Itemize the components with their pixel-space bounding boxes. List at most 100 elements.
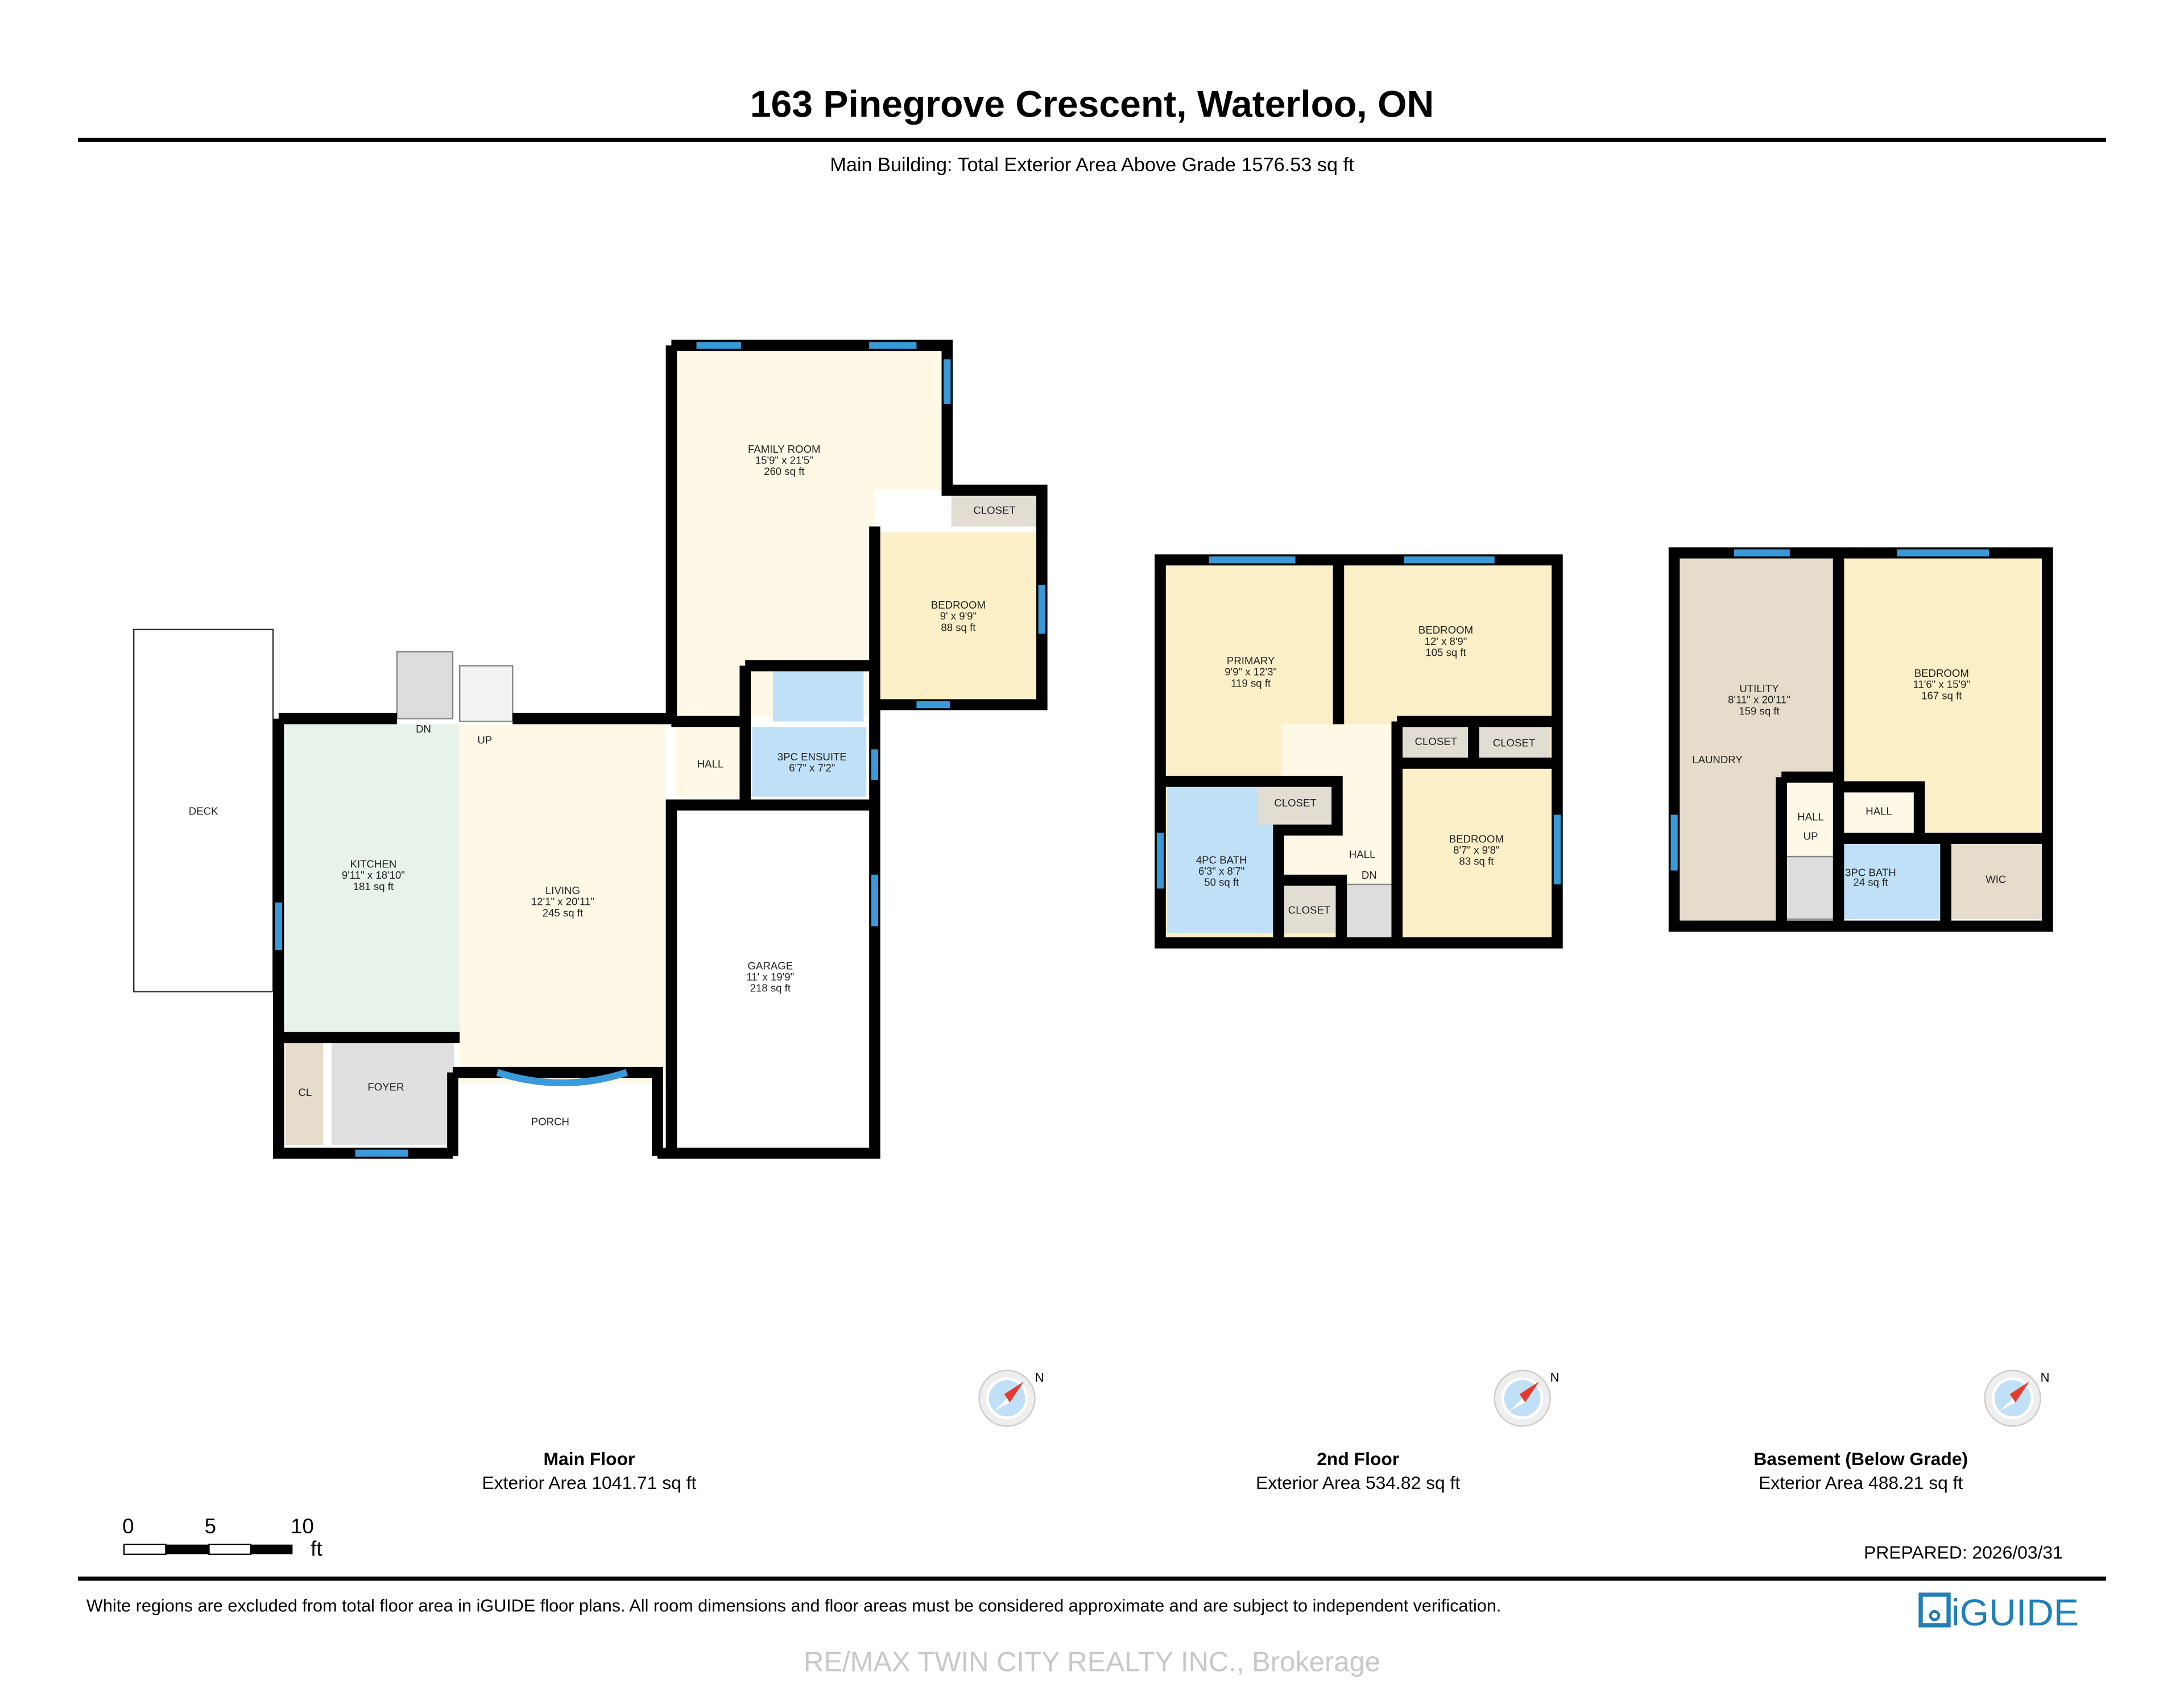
- room-label: BEDROOM: [931, 599, 986, 611]
- floor-label: Main Floor: [544, 1449, 635, 1469]
- disclaimer: White regions are excluded from total fl…: [86, 1596, 1501, 1615]
- room-dims: 9' x 9'9": [940, 610, 977, 622]
- room-label: FAMILY ROOM: [748, 443, 821, 455]
- ensuite: [752, 727, 867, 797]
- bedroom: [880, 532, 1038, 704]
- footer-rule: [78, 1577, 2106, 1581]
- room-label: GARAGE: [747, 959, 793, 971]
- room-label: CLOSET: [1274, 797, 1316, 809]
- room-label: KITCHEN: [350, 858, 397, 870]
- family-room: [675, 351, 948, 718]
- cl: [286, 1041, 324, 1145]
- living: [460, 724, 666, 1084]
- room-dims: 11'6" x 15'9": [1913, 678, 1970, 690]
- room-label: BEDROOM: [1914, 667, 1969, 679]
- room-dims: 8'11" x 20'11": [1728, 694, 1790, 706]
- room-dims: 9'11" x 18'10": [342, 869, 405, 881]
- stairs-down: [396, 651, 454, 719]
- room-area: 24 sq ft: [1853, 876, 1888, 888]
- floor-label: 2nd Floor: [1317, 1449, 1399, 1469]
- stairs-label: UP: [1804, 830, 1818, 842]
- room-label: HALL: [697, 758, 724, 769]
- closet: [1403, 724, 1470, 759]
- compass-icon: N: [978, 1370, 1044, 1427]
- bath: [1167, 787, 1275, 933]
- stairs: [1343, 883, 1394, 941]
- closet: [951, 490, 1038, 527]
- wic: [1950, 835, 2042, 920]
- room-label: 3PC ENSUITE: [777, 751, 847, 763]
- room-label: CLOSET: [1288, 904, 1330, 916]
- room-label: LIVING: [545, 884, 580, 896]
- main-floor-plan: FAMILY ROOM 15'9" x 21'5" 260 sq ft CLOS…: [133, 340, 1048, 1159]
- hall: [675, 727, 746, 797]
- room-dims: 11' x 19'9": [746, 971, 794, 983]
- closet: [1281, 884, 1337, 933]
- iguide-logo: iGUIDE: [1918, 1592, 2079, 1634]
- floor-area: Exterior Area 488.21 sq ft: [1759, 1472, 1963, 1493]
- floor-area: Exterior Area 534.82 sq ft: [1256, 1472, 1460, 1493]
- scale-bar: 0 5 10 ft: [122, 1515, 322, 1560]
- watermark: RE/MAX TWIN CITY REALTY INC., Brokerage: [804, 1647, 1380, 1678]
- stairs: [1785, 855, 1836, 920]
- room-label: HALL: [1866, 805, 1892, 817]
- floor-label: Basement (Below Grade): [1753, 1449, 1968, 1469]
- header-rule: [78, 138, 2106, 142]
- room-dims: 6'3" x 8'7": [1198, 865, 1244, 877]
- prepared-date: PREPARED: 2026/03/31: [1864, 1542, 2063, 1562]
- room-dims: 6'7" x 7'2": [789, 762, 835, 774]
- room-area: 50 sq ft: [1204, 876, 1239, 888]
- room-area: 83 sq ft: [1459, 855, 1494, 867]
- room-label: 3PC BATH: [1845, 866, 1896, 878]
- room-area: 159 sq ft: [1739, 705, 1780, 717]
- room-label: CLOSET: [1493, 737, 1535, 749]
- stairs-label: DN: [416, 723, 431, 735]
- room-area: 88 sq ft: [941, 621, 976, 633]
- bath: [1841, 839, 1943, 920]
- room-area: 218 sq ft: [750, 982, 791, 994]
- svg-text:0: 0: [122, 1515, 134, 1538]
- page-title: 163 Pinegrove Crescent, Waterloo, ON: [750, 84, 1434, 126]
- kitchen: [286, 724, 460, 1038]
- stairs-up: [459, 665, 514, 722]
- svg-text:N: N: [1550, 1370, 1560, 1384]
- svg-text:N: N: [1035, 1370, 1044, 1384]
- room-dims: 9'9" x 12'3": [1225, 666, 1277, 678]
- room-area: 245 sq ft: [543, 907, 584, 919]
- room-label: DECK: [189, 805, 218, 817]
- room-label: PORCH: [531, 1116, 569, 1128]
- floor-area: Exterior Area 1041.71 sq ft: [482, 1472, 697, 1493]
- svg-text:10: 10: [291, 1515, 314, 1538]
- hall: [1785, 780, 1836, 857]
- svg-text:iGUIDE: iGUIDE: [1951, 1592, 2079, 1634]
- room-label: BEDROOM: [1449, 833, 1504, 845]
- room-label: CLOSET: [973, 504, 1015, 516]
- room-area: 119 sq ft: [1231, 677, 1271, 689]
- room-label: LAUNDRY: [1692, 754, 1743, 766]
- closet: [1479, 724, 1550, 759]
- room-label: HALL: [1349, 848, 1376, 860]
- svg-text:5: 5: [205, 1515, 216, 1538]
- ensuite-shower: [773, 671, 864, 722]
- svg-text:ft: ft: [311, 1537, 322, 1560]
- stairs-label: DN: [1362, 869, 1377, 881]
- deck: [133, 628, 274, 992]
- room-label: 4PC BATH: [1196, 854, 1247, 866]
- room-label: CL: [299, 1086, 312, 1098]
- second-floor-plan: PRIMARY 9'9" x 12'3" 119 sq ft BEDROOM 1…: [1155, 554, 1563, 949]
- room-area: 105 sq ft: [1425, 646, 1466, 658]
- compass-icon: N: [1984, 1370, 2050, 1427]
- compass-icon: N: [1494, 1370, 1560, 1427]
- room-dims: 8'7" x 9'8": [1453, 844, 1499, 856]
- room-dims: 12' x 8'9": [1425, 635, 1467, 647]
- room-area: 181 sq ft: [353, 880, 394, 892]
- room-area: 260 sq ft: [764, 465, 805, 477]
- room-label: WIC: [1986, 874, 2006, 886]
- page-subtitle: Main Building: Total Exterior Area Above…: [830, 154, 1354, 176]
- room-dims: 12'1" x 20'11": [531, 896, 594, 908]
- room-label: CLOSET: [1415, 735, 1457, 747]
- room-label: PRIMARY: [1227, 655, 1275, 667]
- room-label: HALL: [1797, 810, 1824, 822]
- room-label: BEDROOM: [1418, 624, 1473, 636]
